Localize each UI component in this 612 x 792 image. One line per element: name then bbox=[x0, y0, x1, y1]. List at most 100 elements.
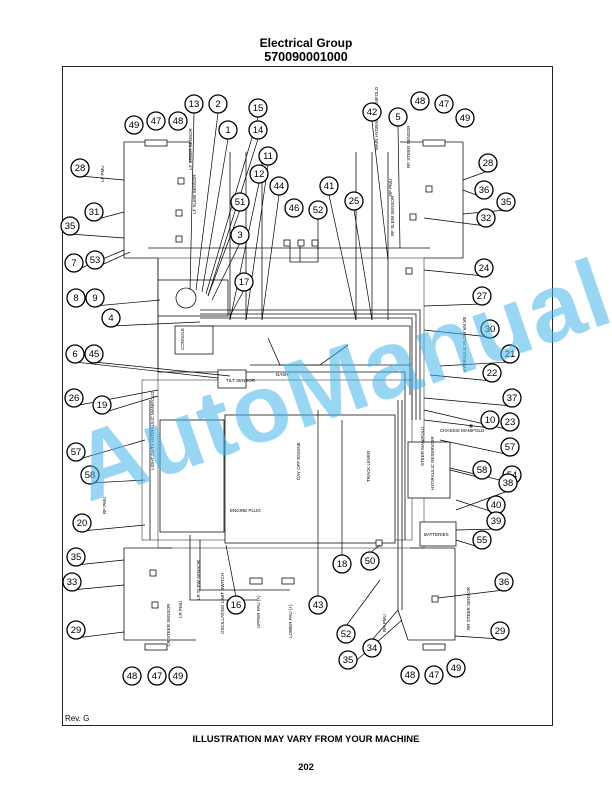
callout-circle bbox=[490, 621, 510, 641]
callout-28: 28 bbox=[70, 158, 90, 178]
callout-circle bbox=[502, 388, 522, 408]
callout-34: 34 bbox=[362, 638, 382, 658]
callout-circle bbox=[218, 120, 238, 140]
callout-57: 57 bbox=[500, 437, 520, 457]
callout-number: 29 bbox=[495, 626, 506, 637]
callout-49: 49 bbox=[455, 108, 475, 128]
leader-line bbox=[454, 635, 501, 640]
leader-line bbox=[455, 528, 497, 531]
callout-3: 3 bbox=[230, 225, 250, 245]
leader-line bbox=[345, 579, 381, 627]
leader-line bbox=[101, 395, 159, 414]
chassis-manifold-label: CHASSIS MANIFOLD bbox=[440, 428, 485, 433]
oscillating-limit-label: OSCILLATING LIMIT SWITCH bbox=[220, 573, 225, 634]
callout-number: 4 bbox=[108, 313, 113, 324]
callout-33: 33 bbox=[62, 572, 82, 592]
callout-48: 48 bbox=[168, 111, 188, 131]
callout-53: 53 bbox=[85, 250, 105, 270]
callout-circle bbox=[184, 94, 204, 114]
callout-number: 7 bbox=[71, 258, 76, 269]
callout-circle bbox=[84, 344, 104, 364]
callout-circle bbox=[400, 665, 420, 685]
callout-49: 49 bbox=[168, 666, 188, 686]
callout-number: 47 bbox=[439, 99, 450, 110]
callout-circle bbox=[500, 412, 520, 432]
callout-circle bbox=[455, 108, 475, 128]
callout-36: 36 bbox=[474, 180, 494, 200]
callout-circle bbox=[478, 153, 498, 173]
callout-number: 5 bbox=[395, 112, 400, 123]
callout-circle bbox=[258, 146, 278, 166]
callout-circle bbox=[85, 288, 105, 308]
callout-circle bbox=[60, 216, 80, 236]
leader-line bbox=[207, 209, 241, 297]
leader-line bbox=[423, 303, 483, 307]
leader-line bbox=[81, 524, 146, 532]
leader-line bbox=[189, 112, 195, 291]
callout-number: 33 bbox=[67, 577, 78, 588]
callout-circle bbox=[80, 465, 100, 485]
callout-35: 35 bbox=[496, 192, 516, 212]
callout-10: 10 bbox=[480, 410, 500, 430]
callout-circle bbox=[332, 554, 352, 574]
callout-35: 35 bbox=[338, 650, 358, 670]
callout-number: 49 bbox=[173, 671, 184, 682]
callout-number: 22 bbox=[487, 368, 498, 379]
leader-line bbox=[207, 138, 259, 297]
leader-line bbox=[429, 374, 493, 382]
callout-circle bbox=[66, 288, 86, 308]
callout-circle bbox=[70, 158, 90, 178]
callout-circle bbox=[472, 460, 492, 480]
callout-circle bbox=[319, 176, 339, 196]
callout-circle bbox=[101, 308, 121, 328]
callout-circle bbox=[388, 107, 408, 127]
leader-line bbox=[195, 112, 219, 291]
callout-number: 29 bbox=[71, 625, 82, 636]
leader-line bbox=[371, 120, 389, 261]
callout-circle bbox=[66, 547, 86, 567]
callout-number: 8 bbox=[73, 293, 78, 304]
callout-27: 27 bbox=[472, 286, 492, 306]
callout-number: 37 bbox=[507, 393, 518, 404]
flow-valve-label: HYDRAULIC FLOW VALVE bbox=[462, 317, 467, 372]
callout-circle bbox=[494, 572, 514, 592]
callout-36: 36 bbox=[494, 572, 514, 592]
callout-number: 9 bbox=[92, 293, 97, 304]
lr-steer-sensor-label: LR STEER SENSOR bbox=[166, 603, 171, 646]
callout-circle bbox=[472, 286, 492, 306]
callout-number: 53 bbox=[90, 255, 101, 266]
page-number: 202 bbox=[298, 762, 314, 773]
rf-pmu-left-label: RF PMU bbox=[102, 497, 107, 514]
callout-number: 30 bbox=[485, 324, 496, 335]
callout-35: 35 bbox=[66, 547, 86, 567]
leader-line bbox=[397, 125, 401, 249]
callout-number: 13 bbox=[189, 99, 200, 110]
callout-circle bbox=[226, 595, 246, 615]
callout-number: 38 bbox=[503, 478, 514, 489]
callout-circle bbox=[248, 98, 268, 118]
callout-49: 49 bbox=[124, 115, 144, 135]
lf-slew-sensor-label: LF SLEW SENSOR bbox=[192, 174, 197, 214]
callout-number: 47 bbox=[151, 116, 162, 127]
callout-29: 29 bbox=[490, 621, 510, 641]
callout-number: 57 bbox=[71, 447, 82, 458]
callout-41: 41 bbox=[319, 176, 339, 196]
leader-line bbox=[201, 138, 229, 293]
callout-number: 28 bbox=[483, 158, 494, 169]
callout-18: 18 bbox=[332, 554, 352, 574]
callout-55: 55 bbox=[472, 530, 492, 550]
callout-number: 47 bbox=[429, 670, 440, 681]
leader-line bbox=[79, 175, 125, 181]
lf-steer-sensor-label: LF STEER SENSOR bbox=[188, 127, 193, 170]
callout-number: 52 bbox=[313, 205, 324, 216]
callout-number: 49 bbox=[129, 120, 140, 131]
leader-line bbox=[455, 490, 509, 511]
callout-circle bbox=[208, 94, 228, 114]
leader-line bbox=[75, 559, 125, 566]
callout-17: 17 bbox=[234, 272, 254, 292]
callout-42: 42 bbox=[362, 102, 382, 122]
callout-48: 48 bbox=[122, 666, 142, 686]
callout-number: 18 bbox=[337, 559, 348, 570]
callout-24: 24 bbox=[474, 258, 494, 278]
callout-11: 11 bbox=[258, 146, 278, 166]
